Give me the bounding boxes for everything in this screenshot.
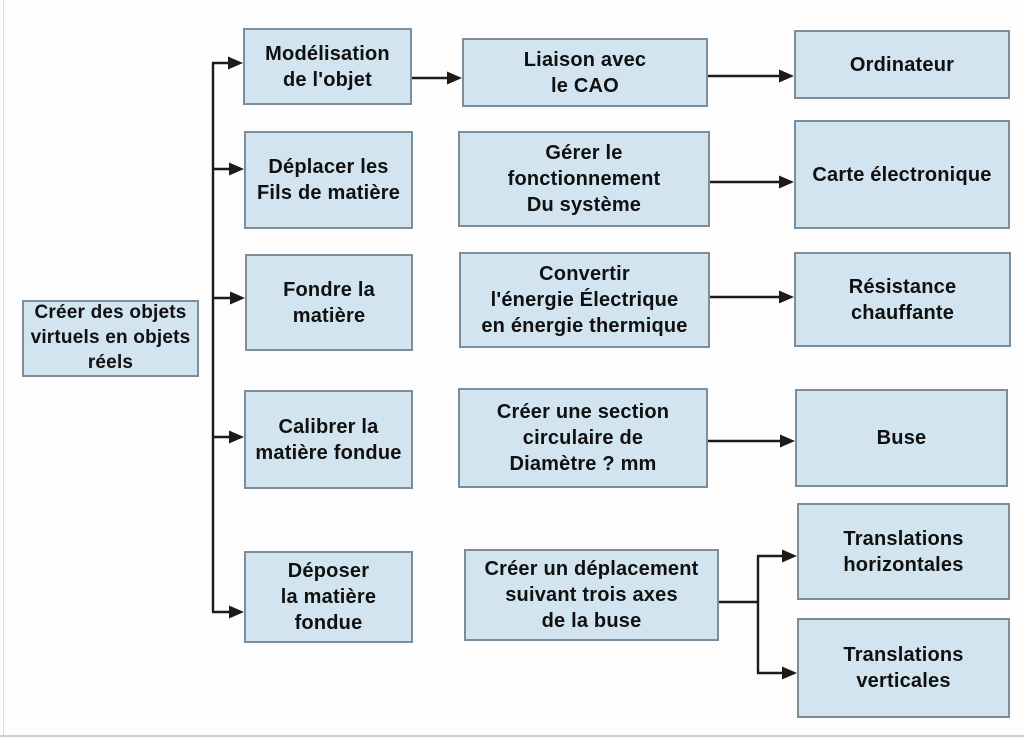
page-edge-bottom — [0, 735, 1024, 737]
node-calibrer-matiere-fondue: Calibrer la matière fondue — [244, 390, 413, 489]
node-deposer-matiere-fondue: Déposer la matière fondue — [244, 551, 413, 643]
node-translations-verticales: Translations verticales — [797, 618, 1010, 718]
node-fondre-matiere: Fondre la matière — [245, 254, 413, 351]
node-root-creer-objets-virtuels: Créer des objets virtuels en objets réel… — [22, 300, 199, 377]
edge-modelisation-liaison-cao — [412, 71, 462, 85]
node-ordinateur: Ordinateur — [794, 30, 1010, 99]
node-liaison-cao: Liaison avec le CAO — [462, 38, 708, 107]
node-resistance-chauffante: Résistance chauffante — [794, 252, 1011, 347]
edge-gerer-carte-electronique — [710, 175, 794, 189]
edge-root-branches — [211, 56, 245, 619]
edge-deplacement-translations — [719, 549, 797, 680]
node-translations-horizontales: Translations horizontales — [797, 503, 1010, 600]
edge-section-buse — [708, 434, 795, 448]
node-creer-deplacement-trois-axes: Créer un déplacement suivant trois axes … — [464, 549, 719, 641]
edge-convertir-resistance — [710, 290, 794, 304]
node-gerer-fonctionnement-systeme: Gérer le fonctionnement Du système — [458, 131, 710, 227]
node-modelisation-objet: Modélisation de l'objet — [243, 28, 412, 105]
node-deplacer-fils-matiere: Déplacer les Fils de matière — [244, 131, 413, 229]
node-carte-electronique: Carte électronique — [794, 120, 1010, 229]
edge-liaison-cao-ordinateur — [708, 69, 794, 83]
node-buse: Buse — [795, 389, 1008, 487]
page-edge-left — [3, 0, 4, 736]
node-creer-section-circulaire: Créer une section circulaire de Diamètre… — [458, 388, 708, 488]
node-convertir-energie-thermique: Convertir l'énergie Électrique en énergi… — [459, 252, 710, 348]
